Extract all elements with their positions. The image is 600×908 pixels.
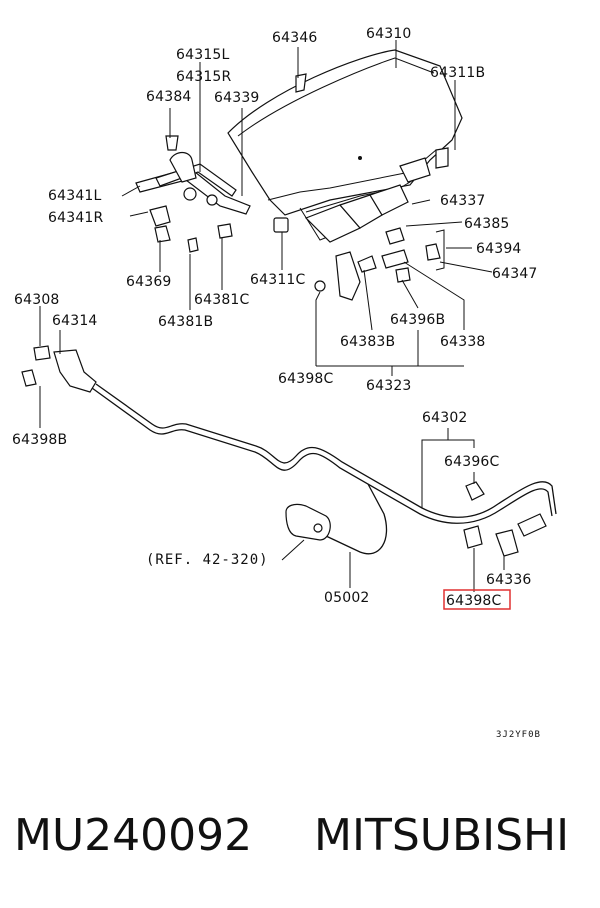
trunk-lid xyxy=(227,49,463,243)
label-64384: 64384 xyxy=(146,89,192,105)
highlight-box xyxy=(443,589,511,610)
label-64337: 64337 xyxy=(440,193,486,209)
label-64315L: 64315L xyxy=(176,47,230,63)
label-64394: 64394 xyxy=(476,241,522,257)
label-64315R: 64315R xyxy=(176,69,232,85)
label-64341L: 64341L xyxy=(48,188,102,204)
part-number: MU240092 xyxy=(14,810,253,861)
label-64341R: 64341R xyxy=(48,210,104,226)
label-64314: 64314 xyxy=(52,313,98,329)
label-64338: 64338 xyxy=(440,334,486,350)
release-handle xyxy=(21,345,97,393)
label-64336: 64336 xyxy=(486,572,532,588)
label-64381C: 64381C xyxy=(194,292,250,308)
label-64302: 64302 xyxy=(422,410,468,426)
label-64398C: 64398C xyxy=(278,371,334,387)
latch-parts xyxy=(463,481,547,557)
label-64311B: 64311B xyxy=(430,65,485,81)
hinge-assembly xyxy=(135,73,449,253)
label-64381B: 64381B xyxy=(158,314,213,330)
label-64346: 64346 xyxy=(272,30,318,46)
label-ref: (REF. 42-320) xyxy=(146,552,269,568)
fuel-lid-opener xyxy=(285,503,331,541)
label-64398C-highlighted: 64398C xyxy=(446,593,502,609)
label-64396C: 64396C xyxy=(444,454,500,470)
label-64383B: 64383B xyxy=(340,334,395,350)
brand-name: MITSUBISHI xyxy=(314,810,570,861)
diagram-svg: 64346 64310 64315L 64315R 64311B 64384 6… xyxy=(12,26,557,740)
footer: MU240092 MITSUBISHI xyxy=(0,800,600,880)
label-64369: 64369 xyxy=(126,274,172,290)
label-64339: 64339 xyxy=(214,90,260,106)
label-64323: 64323 xyxy=(366,378,412,394)
label-64311C: 64311C xyxy=(250,272,306,288)
label-05002: 05002 xyxy=(324,590,370,606)
release-cable xyxy=(91,383,557,555)
lock-parts xyxy=(314,227,445,301)
label-64308: 64308 xyxy=(14,292,60,308)
label-64310: 64310 xyxy=(366,26,412,42)
label-64347: 64347 xyxy=(492,266,538,282)
label-64396B: 64396B xyxy=(390,312,445,328)
leader-lines xyxy=(39,40,505,592)
label-64398B: 64398B xyxy=(12,432,67,448)
diagram-code: 3J2YF0B xyxy=(496,730,541,740)
label-64385: 64385 xyxy=(464,216,510,232)
